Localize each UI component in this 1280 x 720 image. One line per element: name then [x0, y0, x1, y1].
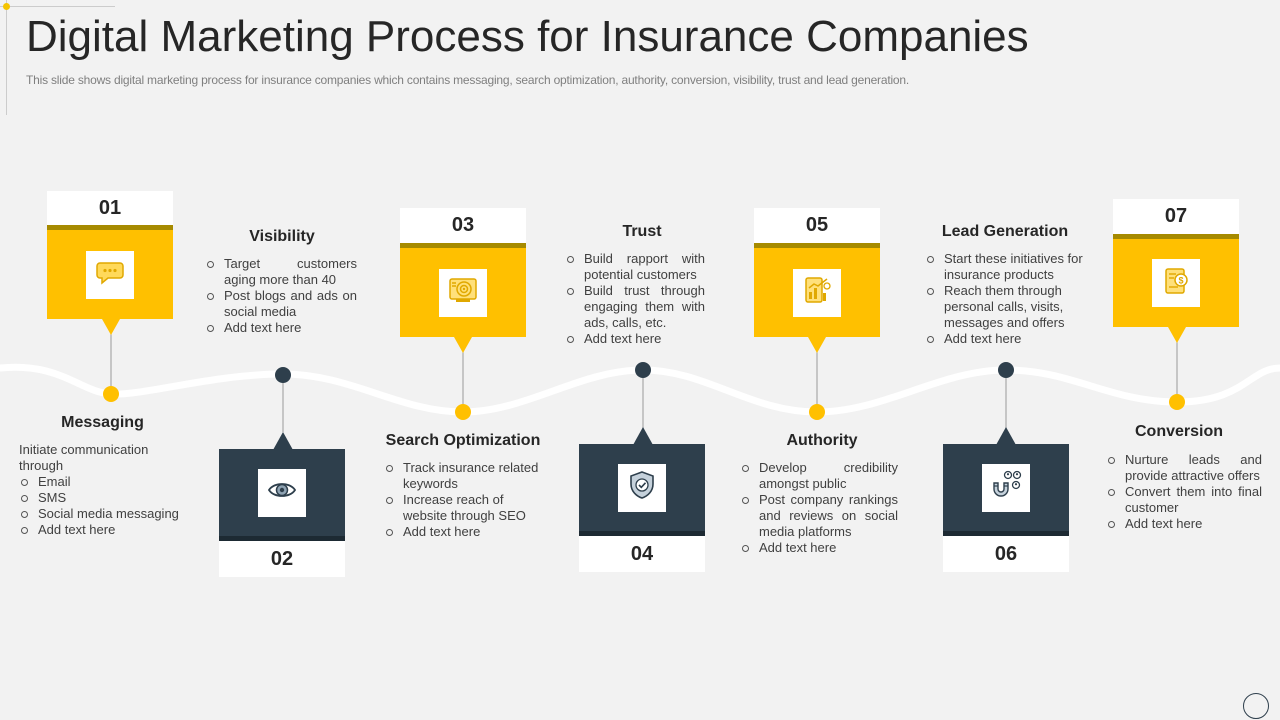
step-card-02	[219, 449, 345, 541]
step-bullets-02: Target customers aging more than 40 Post…	[205, 256, 357, 336]
step-number-06: 06	[943, 536, 1069, 572]
step-title-04: Trust	[622, 223, 662, 240]
step-card-01	[47, 225, 173, 319]
bullet-item: Reach them through personal calls, visit…	[925, 283, 1095, 331]
bullet-item: SMS	[19, 490, 194, 506]
bullet-item: Build rapport with potential customers	[565, 251, 705, 283]
step-title-03: Search Optimization	[385, 432, 541, 449]
step-title-07: Conversion	[1134, 423, 1223, 440]
step-text-03: Track insurance related keywords Increas…	[384, 460, 542, 540]
shield-check-icon	[627, 470, 657, 505]
step-pointer-01	[102, 319, 120, 335]
bullet-item: Post company rankings and reviews on soc…	[740, 492, 898, 540]
step-text-02: Target customers aging more than 40 Post…	[205, 256, 357, 336]
bullet-item: Social media messaging	[19, 506, 194, 522]
step-pointer-03	[454, 337, 472, 353]
step-bullets-03: Track insurance related keywords Increas…	[384, 460, 542, 540]
timeline-dot-06	[998, 362, 1014, 378]
money-document-icon: $	[1160, 265, 1192, 302]
chat-bubble-icon	[95, 257, 125, 292]
svg-text:$: $	[1178, 275, 1183, 285]
timeline-dot-02	[275, 367, 291, 383]
slide-subtitle: This slide shows digital marketing proce…	[26, 73, 910, 87]
step-title-02: Visibility	[249, 228, 315, 245]
step-pointer-04	[633, 427, 653, 445]
step-pointer-06	[996, 427, 1016, 445]
corner-circle-decoration	[1243, 693, 1269, 719]
step-bullets-01: Email SMS Social media messaging Add tex…	[19, 474, 194, 538]
slide-title: Digital Marketing Process for Insurance …	[26, 12, 1029, 61]
timeline-dot-03	[455, 404, 471, 420]
target-chart-icon	[447, 274, 479, 311]
bullet-item: Convert them into final customer	[1106, 484, 1262, 516]
step-pointer-05	[808, 337, 826, 353]
icon-tile	[86, 250, 134, 299]
step-text-01: Initiate communication through Email SMS…	[19, 442, 194, 538]
bullet-item: Increase reach of website through SEO	[384, 492, 542, 524]
magnet-people-icon	[990, 469, 1022, 506]
icon-tile	[618, 463, 666, 512]
step-card-03	[400, 243, 526, 337]
step-number-01: 01	[47, 191, 173, 225]
corner-decoration-line	[6, 0, 7, 115]
step-title-05: Authority	[786, 432, 858, 449]
step-card-04	[579, 444, 705, 536]
bullet-item: Target customers aging more than 40	[205, 256, 357, 288]
icon-tile	[793, 268, 841, 317]
icon-tile	[982, 463, 1030, 512]
step-card-05	[754, 243, 880, 337]
step-intro-01: Initiate communication through	[19, 442, 149, 473]
step-text-04: Build rapport with potential customers B…	[565, 251, 705, 347]
step-bullets-04: Build rapport with potential customers B…	[565, 251, 705, 347]
step-title-01: Messaging	[61, 414, 144, 431]
icon-tile: $	[1152, 259, 1200, 307]
step-text-07: Nurture leads and provide attractive off…	[1106, 452, 1262, 532]
bullet-item: Add text here	[205, 320, 357, 336]
step-number-05: 05	[754, 208, 880, 243]
timeline-dot-04	[635, 362, 651, 378]
step-pointer-07	[1168, 327, 1186, 343]
bullet-item: Post blogs and ads on social media	[205, 288, 357, 320]
timeline-dot-01	[103, 386, 119, 402]
bullet-item: Add text here	[740, 540, 898, 556]
bullet-item: Add text here	[19, 522, 194, 538]
corner-decoration-line	[0, 6, 115, 7]
bullet-item: Develop credibility amongst public	[740, 460, 898, 492]
bullet-item: Nurture leads and provide attractive off…	[1106, 452, 1262, 484]
bullet-item: Track insurance related keywords	[384, 460, 542, 492]
bullet-item: Start these initiatives for insurance pr…	[925, 251, 1095, 283]
step-number-04: 04	[579, 536, 705, 572]
step-number-07: 07	[1113, 199, 1239, 234]
bullet-item: Add text here	[1106, 516, 1262, 532]
bullet-item: Build trust through engaging them with a…	[565, 283, 705, 331]
step-pointer-02	[273, 432, 293, 450]
corner-decoration-dot	[3, 3, 10, 10]
step-card-06	[943, 444, 1069, 536]
growth-chart-icon	[801, 274, 833, 311]
icon-tile	[258, 468, 306, 517]
bullet-item: Add text here	[925, 331, 1095, 347]
step-bullets-06: Start these initiatives for insurance pr…	[925, 251, 1095, 347]
timeline-dot-05	[809, 404, 825, 420]
step-text-06: Start these initiatives for insurance pr…	[925, 251, 1095, 347]
step-bullets-07: Nurture leads and provide attractive off…	[1106, 452, 1262, 532]
step-number-02: 02	[219, 541, 345, 577]
icon-tile	[439, 268, 487, 317]
step-number-03: 03	[400, 208, 526, 243]
bullet-item: Email	[19, 474, 194, 490]
timeline-dot-07	[1169, 394, 1185, 410]
step-text-05: Develop credibility amongst public Post …	[740, 460, 898, 556]
bullet-item: Add text here	[384, 524, 542, 540]
step-bullets-05: Develop credibility amongst public Post …	[740, 460, 898, 556]
bullet-item: Add text here	[565, 331, 705, 347]
step-card-07: $	[1113, 234, 1239, 327]
step-title-06: Lead Generation	[941, 223, 1069, 240]
eye-icon	[267, 475, 297, 510]
